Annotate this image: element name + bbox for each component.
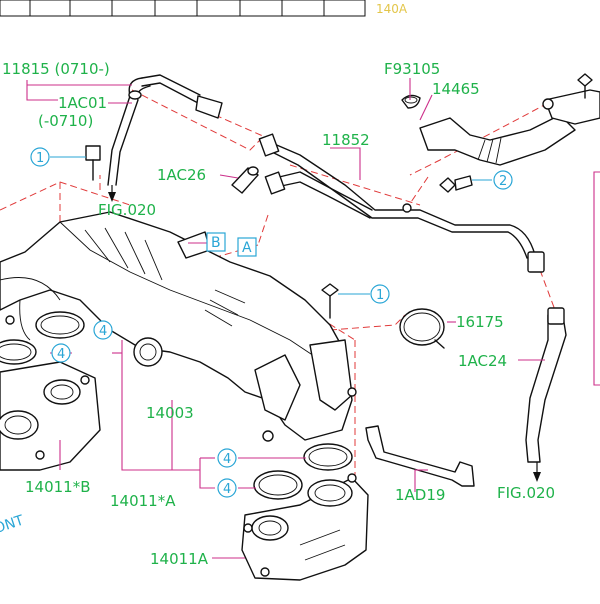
svg-text:4: 4	[57, 347, 65, 362]
gasket-right-lower[interactable]	[253, 470, 303, 500]
gasket-right-upper[interactable]	[303, 443, 353, 471]
header-strip: 140A	[0, 0, 408, 17]
label-F93105[interactable]: F93105	[384, 60, 440, 78]
label-14465[interactable]: 14465	[432, 80, 480, 98]
callout-2[interactable]: 2	[493, 170, 513, 190]
label-1AC01-note: (-0710)	[38, 112, 93, 130]
callout-1-mid[interactable]: 1	[370, 284, 390, 304]
svg-text:4: 4	[99, 324, 107, 339]
gasket-left-upper[interactable]	[35, 311, 85, 339]
svg-text:A: A	[242, 240, 252, 256]
oring-16175[interactable]	[399, 308, 445, 349]
arrow-fig020-right	[533, 462, 541, 482]
callout-4-right-lower[interactable]: 4	[217, 478, 237, 498]
hose-11815[interactable]	[107, 74, 223, 186]
lower-intake-14011A[interactable]	[241, 473, 369, 581]
hose-1AC24[interactable]	[525, 307, 567, 463]
label-1AD19[interactable]: 1AD19	[395, 486, 445, 504]
bolt-top-right[interactable]	[577, 73, 593, 99]
lower-intake-14011B[interactable]	[0, 361, 101, 471]
leaders	[26, 78, 545, 559]
svg-text:2: 2	[499, 174, 507, 189]
hose-14465[interactable]	[419, 89, 600, 166]
label-14011A-star[interactable]: 14011*A	[110, 492, 176, 510]
intake-manifold-14003[interactable]	[0, 211, 357, 442]
ref-box-a: A	[237, 237, 257, 257]
label-1AC01[interactable]: 1AC01	[58, 94, 107, 112]
clamp-F93105[interactable]	[401, 94, 421, 109]
section-code: 140A	[376, 2, 408, 16]
label-fig020-top[interactable]: FIG.020	[98, 201, 156, 219]
label-11815[interactable]: 11815 (0710-)	[2, 60, 110, 78]
pipe-11852[interactable]	[258, 133, 545, 273]
callout-1-left[interactable]: 1	[30, 147, 50, 167]
label-11852[interactable]: 11852	[322, 131, 370, 149]
gasket-left-lower[interactable]	[0, 339, 37, 365]
label-14003[interactable]: 14003	[146, 404, 194, 422]
label-1AC24[interactable]: 1AC24	[458, 352, 507, 370]
svg-text:B: B	[211, 235, 221, 251]
svg-text:1: 1	[36, 151, 44, 166]
right-bracket	[593, 171, 600, 386]
arrow-fig020-top	[108, 185, 116, 202]
svg-text:1: 1	[376, 288, 384, 303]
svg-text:4: 4	[223, 452, 231, 467]
label-16175[interactable]: 16175	[456, 313, 504, 331]
bolt-1-mid[interactable]	[321, 283, 370, 319]
bolt-2[interactable]	[439, 175, 492, 193]
callout-4-right-upper[interactable]: 4	[217, 448, 237, 468]
callout-4-mid[interactable]: 4	[51, 343, 71, 363]
label-1AC26[interactable]: 1AC26	[157, 166, 206, 184]
front-mark: FRONT	[0, 512, 26, 542]
svg-text:4: 4	[223, 482, 231, 497]
hose-1AD19[interactable]	[365, 425, 475, 487]
hose-1AC26[interactable]	[231, 166, 259, 194]
label-14011B[interactable]: 14011*B	[25, 478, 91, 496]
label-fig020-right[interactable]: FIG.020	[497, 484, 555, 502]
bolt-1-left[interactable]	[50, 145, 101, 181]
ref-box-b: B	[206, 232, 226, 252]
callout-4-left[interactable]: 4	[93, 320, 113, 340]
label-14011A[interactable]: 14011A	[150, 550, 209, 568]
